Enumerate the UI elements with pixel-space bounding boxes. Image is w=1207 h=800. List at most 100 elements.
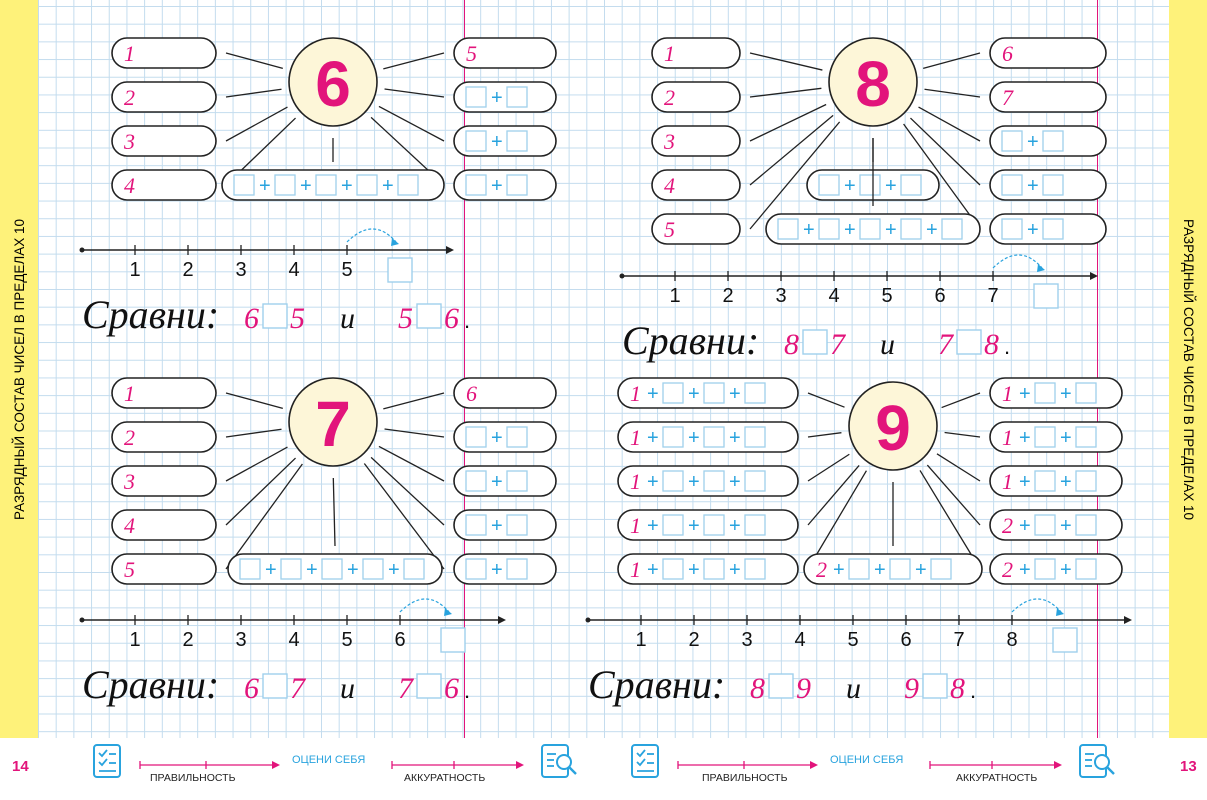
compare-digit: 7 <box>938 328 955 361</box>
ray-line <box>807 432 842 438</box>
jump-arc <box>346 228 397 243</box>
answer-box <box>662 558 684 580</box>
left-pill <box>111 553 217 585</box>
answer-box <box>1075 514 1097 536</box>
term-digit: 2 <box>1002 557 1013 582</box>
compare-digit: 9 <box>796 672 811 705</box>
plus-sign: + <box>1060 383 1072 405</box>
answer-box <box>1042 174 1064 196</box>
tick-label: 4 <box>794 629 805 651</box>
left-pill <box>651 37 741 69</box>
answer-box <box>744 514 766 536</box>
answer-box <box>744 382 766 404</box>
answer-box <box>465 470 487 492</box>
answer-box <box>818 174 840 196</box>
and-word: и <box>340 302 355 335</box>
plus-sign: + <box>491 427 503 449</box>
answer-box <box>356 174 378 196</box>
tick-label: 2 <box>722 285 733 307</box>
jump-arrowhead <box>1037 264 1045 272</box>
plus-sign: + <box>341 175 353 197</box>
term-digit: 1 <box>124 41 135 66</box>
compare-digit: 6 <box>244 302 259 335</box>
plus-sign: + <box>647 559 659 581</box>
ray-line <box>383 52 445 70</box>
term-digit: 2 <box>1002 513 1013 538</box>
answer-box <box>900 218 922 240</box>
answer-box <box>744 426 766 448</box>
left-pill <box>111 169 217 201</box>
plus-sign: + <box>688 559 700 581</box>
answer-box <box>506 174 528 196</box>
sun-circle <box>288 37 378 127</box>
number-line-arrow <box>498 616 506 624</box>
compare-box <box>802 329 828 355</box>
jump-arc <box>399 598 450 613</box>
jump-arc <box>992 254 1043 269</box>
answer-box <box>397 174 419 196</box>
number-line-arrow <box>1124 616 1132 624</box>
ray-line <box>936 453 981 482</box>
compare-word: Сравни: <box>82 662 219 707</box>
plus-sign: + <box>388 559 400 581</box>
answer-box <box>848 558 870 580</box>
tick-label: 6 <box>900 629 911 651</box>
compare-digit: 9 <box>904 672 919 705</box>
tick-label: 5 <box>341 629 352 651</box>
answer-box <box>889 558 911 580</box>
plus-sign: + <box>647 515 659 537</box>
plus-sign: + <box>885 175 897 197</box>
ray-line <box>225 392 283 410</box>
compare-period: . <box>464 678 470 703</box>
compare-digit: 8 <box>784 328 799 361</box>
right-sidebar: РАЗРЯДНЫЙ СОСТАВ ЧИСЕЛ В ПРЕДЕЛАХ 10 <box>1169 0 1207 738</box>
plus-sign: + <box>1060 471 1072 493</box>
self-rating-left: ОЦЕНИ СЕБЯ ПРАВИЛЬНОСТЬ АККУРАТНОСТЬ <box>92 742 582 788</box>
compare-box <box>922 673 948 699</box>
answer-box <box>859 174 881 196</box>
magnifier-icon <box>541 744 577 778</box>
compare-box <box>262 673 288 699</box>
next-number-box <box>1033 283 1059 309</box>
term-digit: 6 <box>466 381 477 406</box>
and-word: и <box>846 672 861 705</box>
left-pill <box>651 125 741 157</box>
left-pill <box>111 377 217 409</box>
ray-line <box>749 87 822 98</box>
compare-digit: 6 <box>444 672 459 705</box>
compare-box <box>956 329 982 355</box>
plus-sign: + <box>729 515 741 537</box>
answer-box <box>1075 382 1097 404</box>
term-digit: 3 <box>123 129 135 154</box>
self-rating-left-graphics <box>93 744 577 778</box>
term-digit: 3 <box>123 469 135 494</box>
tick-label: 5 <box>847 629 858 651</box>
tick-label: 2 <box>688 629 699 651</box>
ray-line <box>749 114 834 186</box>
answer-box <box>1034 426 1056 448</box>
ray-line <box>918 106 981 142</box>
plus-sign: + <box>265 559 277 581</box>
answer-box <box>703 382 725 404</box>
term-digit: 2 <box>124 425 135 450</box>
compare-digit: 6 <box>444 302 459 335</box>
answer-box <box>315 174 337 196</box>
ray-line <box>807 392 845 408</box>
plus-sign: + <box>729 427 741 449</box>
left-sidebar: РАЗРЯДНЫЙ СОСТАВ ЧИСЕЛ В ПРЕДЕЛАХ 10 <box>0 0 38 738</box>
tick-label: 1 <box>129 629 140 651</box>
compare-digit: 8 <box>750 672 765 705</box>
magnifier-icon <box>1079 744 1115 778</box>
ray-line <box>923 52 981 70</box>
tick-label: 6 <box>394 629 405 651</box>
term-digit: 1 <box>630 513 641 538</box>
sun-circle <box>828 37 918 127</box>
plus-sign: + <box>491 515 503 537</box>
plus-sign: + <box>491 87 503 109</box>
left-pill <box>651 81 741 113</box>
answer-box <box>662 514 684 536</box>
plus-sign: + <box>833 559 845 581</box>
jump-arc <box>1011 598 1062 613</box>
